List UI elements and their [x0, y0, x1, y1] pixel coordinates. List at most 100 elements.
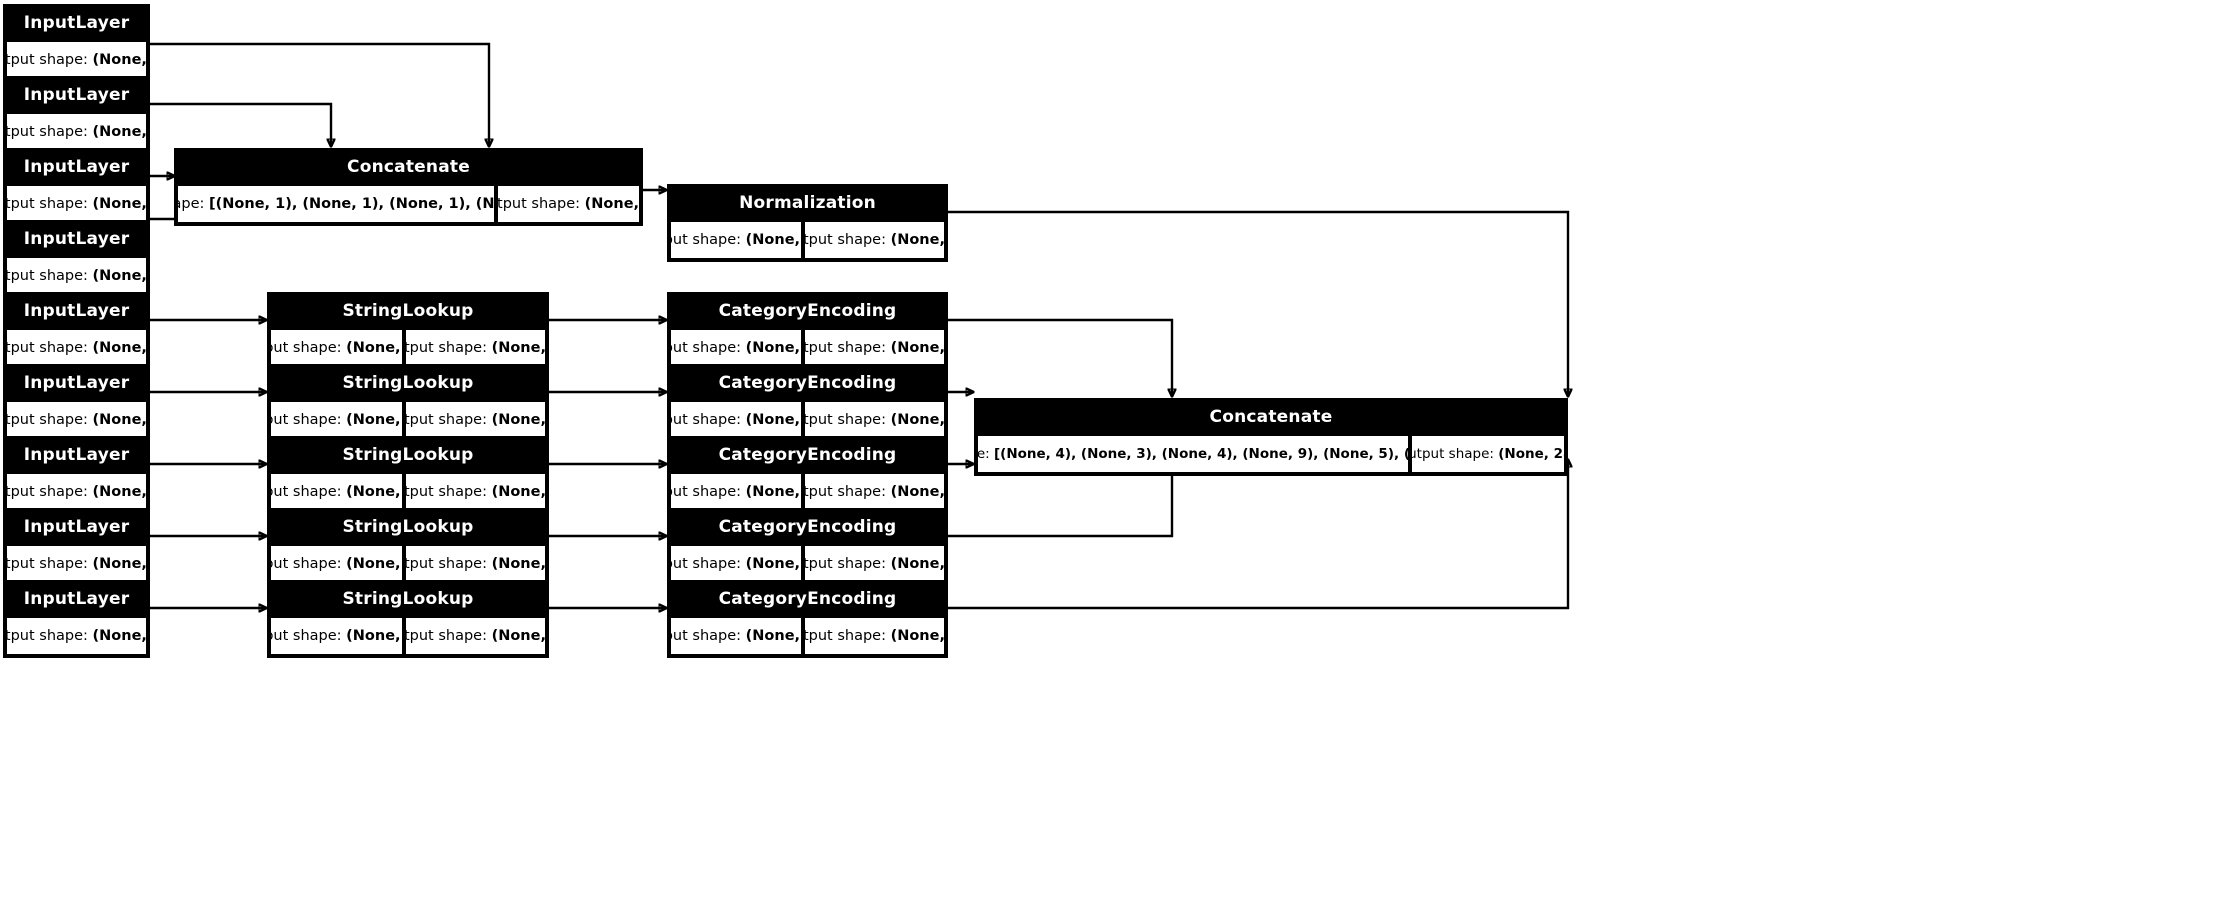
- edge-input2-to-concat: [150, 102, 331, 146]
- node-title: CategoryEncoding: [669, 366, 946, 400]
- output-shape-value: (None, 28): [1498, 446, 1564, 462]
- input-shape-label: Input shape:: [178, 196, 205, 212]
- input-shape-cell: Input shape: (None, 1): [669, 328, 804, 368]
- node-cat-input-layer-5[interactable]: InputLayer Output shape: (None, 1): [3, 580, 150, 658]
- output-shape-value: (None, 1): [491, 340, 546, 356]
- output-shape-cell: Output shape: (None, 5): [803, 544, 946, 584]
- node-body: Output shape: (None, 1): [5, 544, 148, 584]
- input-shape-label: Input shape:: [271, 412, 342, 428]
- node-numeric-concatenate[interactable]: Concatenate Input shape: [(None, 1), (No…: [174, 148, 643, 226]
- node-category-encoding-4[interactable]: CategoryEncoding Input shape: (None, 1) …: [667, 508, 948, 586]
- node-string-lookup-1[interactable]: StringLookup Input shape: (None, 1) Outp…: [267, 292, 549, 370]
- input-shape-cell: Input shape: (None, 1): [269, 544, 405, 584]
- node-title: InputLayer: [5, 150, 148, 184]
- node-title: Concatenate: [176, 150, 641, 184]
- output-shape-label: Output shape:: [5, 412, 88, 428]
- node-title: CategoryEncoding: [669, 438, 946, 472]
- node-title: CategoryEncoding: [669, 510, 946, 544]
- input-shape-value: (None, 1): [745, 484, 801, 500]
- output-shape-cell: Output shape: (None, 3): [803, 328, 946, 368]
- node-category-encoding-5[interactable]: CategoryEncoding Input shape: (None, 1) …: [667, 580, 948, 658]
- output-shape-cell: Output shape: (None, 1): [5, 184, 148, 224]
- node-title: StringLookup: [269, 438, 547, 472]
- node-string-lookup-2[interactable]: StringLookup Input shape: (None, 1) Outp…: [267, 364, 549, 442]
- output-shape-value: (None, 4): [890, 232, 945, 248]
- input-shape-label: Input shape:: [671, 628, 742, 644]
- node-cat-input-layer-3[interactable]: InputLayer Output shape: (None, 1): [3, 436, 150, 514]
- input-shape-label: Input shape:: [671, 340, 742, 356]
- node-cat-input-layer-2[interactable]: InputLayer Output shape: (None, 1): [3, 364, 150, 442]
- output-shape-cell: Output shape: (None, 1): [5, 328, 148, 368]
- output-shape-value: (None, 1): [491, 412, 546, 428]
- node-title: InputLayer: [5, 78, 148, 112]
- node-cat-input-layer-4[interactable]: InputLayer Output shape: (None, 1): [3, 508, 150, 586]
- node-normalization[interactable]: Normalization Input shape: (None, 4) Out…: [667, 184, 948, 262]
- input-shape-cell: Input shape: (None, 1): [669, 472, 804, 512]
- node-title: CategoryEncoding: [669, 582, 946, 616]
- node-input-layer-1[interactable]: InputLayer Output shape: (None, 1): [3, 4, 150, 82]
- node-string-lookup-5[interactable]: StringLookup Input shape: (None, 1) Outp…: [267, 580, 549, 658]
- output-shape-cell: Output shape: (None, 9): [803, 472, 946, 512]
- node-category-encoding-3[interactable]: CategoryEncoding Input shape: (None, 1) …: [667, 436, 948, 514]
- output-shape-cell: Output shape: (None, 1): [404, 472, 547, 512]
- output-shape-cell: Output shape: (None, 1): [5, 616, 148, 656]
- output-shape-label: Output shape:: [404, 340, 487, 356]
- output-shape-value: (None, 1): [491, 484, 546, 500]
- node-body: Input shape: (None, 1) Output shape: (No…: [669, 400, 946, 440]
- node-input-layer-3[interactable]: InputLayer Output shape: (None, 1): [3, 148, 150, 226]
- node-body: Input shape: (None, 1) Output shape: (No…: [669, 544, 946, 584]
- node-body: Output shape: (None, 1): [5, 256, 148, 296]
- node-body: Input shape: (None, 1) Output shape: (No…: [269, 328, 547, 368]
- input-shape-cell: Input shape: (None, 1): [269, 616, 405, 656]
- output-shape-label: Output shape:: [5, 196, 88, 212]
- node-input-layer-4[interactable]: InputLayer Output shape: (None, 1): [3, 220, 150, 298]
- node-body: Output shape: (None, 1): [5, 400, 148, 440]
- output-shape-value: (None, 1): [92, 556, 147, 572]
- output-shape-cell: Output shape: (None, 3): [803, 616, 946, 656]
- input-shape-value: (None, 1): [346, 628, 402, 644]
- node-category-encoding-2[interactable]: CategoryEncoding Input shape: (None, 1) …: [667, 364, 948, 442]
- node-title: InputLayer: [5, 510, 148, 544]
- node-string-lookup-4[interactable]: StringLookup Input shape: (None, 1) Outp…: [267, 508, 549, 586]
- input-shape-cell: Input shape: (None, 1): [269, 472, 405, 512]
- node-string-lookup-3[interactable]: StringLookup Input shape: (None, 1) Outp…: [267, 436, 549, 514]
- output-shape-value: (None, 1): [92, 484, 147, 500]
- node-final-concatenate[interactable]: Concatenate Input shape: [(None, 4), (No…: [974, 398, 1568, 476]
- output-shape-label: Output shape:: [803, 412, 886, 428]
- output-shape-cell: Output shape: (None, 1): [404, 544, 547, 584]
- node-cat-input-layer-1[interactable]: InputLayer Output shape: (None, 1): [3, 292, 150, 370]
- node-input-layer-2[interactable]: InputLayer Output shape: (None, 1): [3, 76, 150, 154]
- node-title: StringLookup: [269, 294, 547, 328]
- output-shape-cell: Output shape: (None, 1): [5, 112, 148, 152]
- input-shape-cell: Input shape: (None, 1): [269, 328, 405, 368]
- output-shape-cell: Output shape: (None, 28): [1410, 434, 1566, 474]
- node-body: Input shape: (None, 1) Output shape: (No…: [669, 328, 946, 368]
- output-shape-cell: Output shape: (None, 1): [404, 400, 547, 440]
- input-shape-value: (None, 1): [745, 628, 801, 644]
- output-shape-value: (None, 1): [92, 124, 147, 140]
- node-body: Output shape: (None, 1): [5, 328, 148, 368]
- output-shape-label: Output shape:: [5, 556, 88, 572]
- output-shape-cell: Output shape: (None, 1): [404, 328, 547, 368]
- node-body: Output shape: (None, 1): [5, 616, 148, 656]
- node-title: InputLayer: [5, 222, 148, 256]
- node-category-encoding-1[interactable]: CategoryEncoding Input shape: (None, 1) …: [667, 292, 948, 370]
- node-body: Output shape: (None, 1): [5, 472, 148, 512]
- output-shape-cell: Output shape: (None, 1): [5, 256, 148, 296]
- output-shape-cell: Output shape: (None, 1): [5, 472, 148, 512]
- output-shape-cell: Output shape: (None, 1): [5, 40, 148, 80]
- input-shape-cell: Input shape: (None, 1): [669, 400, 804, 440]
- output-shape-label: Output shape:: [5, 52, 88, 68]
- node-title: InputLayer: [5, 6, 148, 40]
- output-shape-label: Output shape:: [803, 340, 886, 356]
- node-body: Input shape: [(None, 1), (None, 1), (Non…: [176, 184, 641, 224]
- node-title: StringLookup: [269, 582, 547, 616]
- node-body: Input shape: (None, 1) Output shape: (No…: [269, 544, 547, 584]
- node-body: Input shape: (None, 1) Output shape: (No…: [669, 616, 946, 656]
- output-shape-value: (None, 1): [92, 52, 147, 68]
- input-shape-label: Input shape:: [671, 232, 742, 248]
- node-body: Input shape: (None, 1) Output shape: (No…: [269, 616, 547, 656]
- node-title: CategoryEncoding: [669, 294, 946, 328]
- output-shape-value: (None, 1): [92, 628, 147, 644]
